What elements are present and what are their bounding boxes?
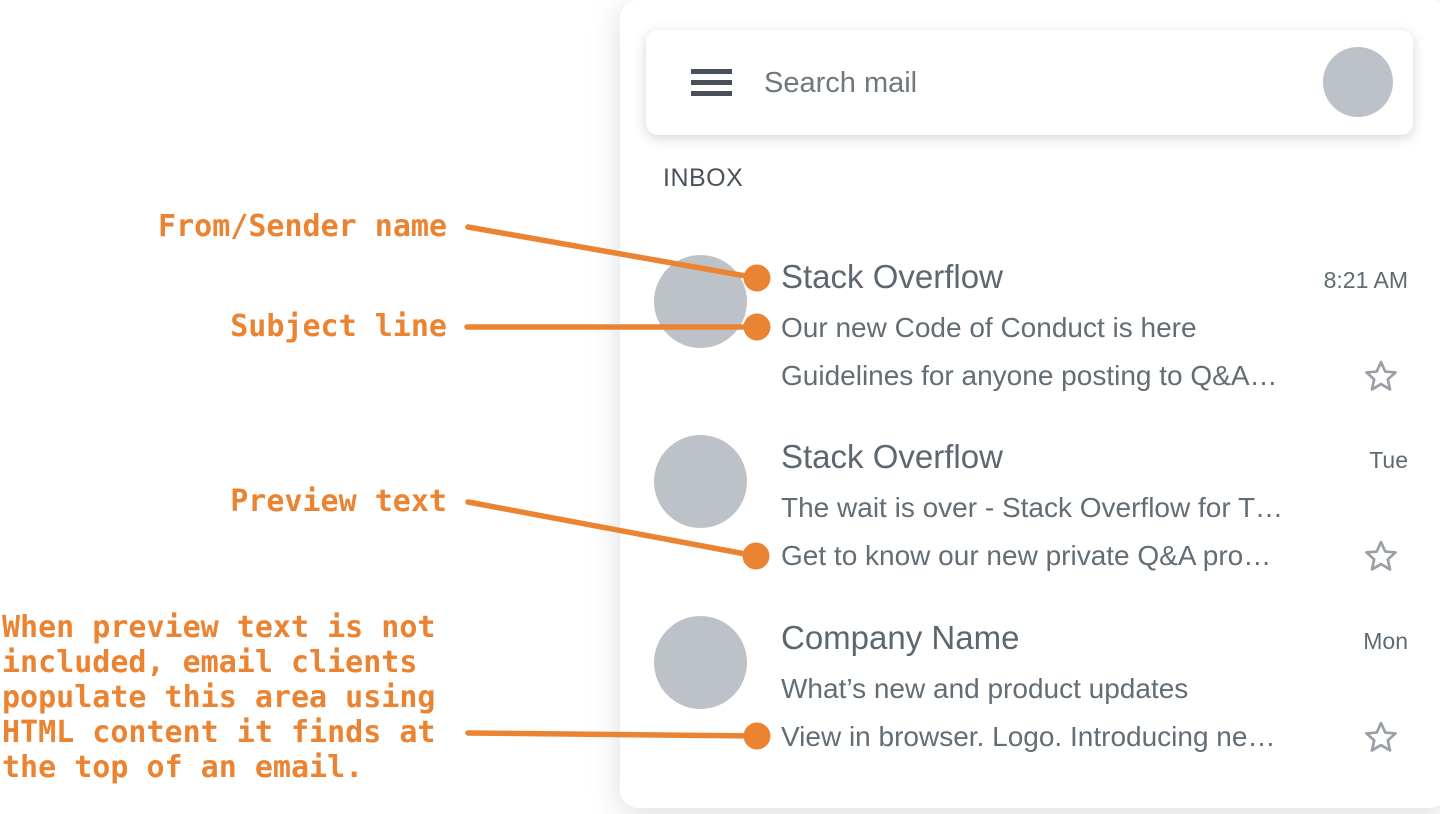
email-subject: What’s new and product updates: [781, 673, 1189, 704]
email-time: Tue: [1369, 447, 1408, 473]
star-outline-icon[interactable]: [1362, 718, 1400, 756]
email-subject: Our new Code of Conduct is here: [781, 312, 1197, 343]
annotation-no-preview-note: When preview text is not included, email…: [2, 610, 436, 785]
email-preview: View in browser. Logo. Introducing ne…: [781, 721, 1276, 752]
email-subject: The wait is over - Stack Overflow for T…: [781, 492, 1284, 523]
annotation-subject-label: Subject line: [230, 309, 447, 344]
email-preview: Guidelines for anyone posting to Q&A…: [781, 360, 1278, 391]
email-row[interactable]: Company Name Mon What’s new and product …: [654, 616, 1408, 766]
annotation-sender-label: From/Sender name: [158, 209, 447, 244]
email-preview: Get to know our new private Q&A pro…: [781, 540, 1272, 571]
inbox-heading: INBOX: [663, 164, 744, 192]
email-row-text: Stack Overflow Tue The wait is over - St…: [781, 435, 1408, 580]
email-sender: Company Name: [781, 619, 1020, 656]
annotation-preview-label: Preview text: [230, 484, 447, 519]
hamburger-menu-icon[interactable]: [691, 69, 732, 96]
sender-avatar[interactable]: [654, 255, 747, 348]
email-row-text: Stack Overflow 8:21 AM Our new Code of C…: [781, 255, 1408, 400]
email-row-text: Company Name Mon What’s new and product …: [781, 616, 1408, 761]
email-row[interactable]: Stack Overflow 8:21 AM Our new Code of C…: [654, 255, 1408, 405]
star-outline-icon[interactable]: [1362, 537, 1400, 575]
account-avatar[interactable]: [1323, 47, 1393, 117]
email-time: 8:21 AM: [1323, 267, 1408, 293]
email-time: Mon: [1363, 628, 1408, 654]
search-input[interactable]: [762, 30, 1246, 137]
sender-avatar[interactable]: [654, 616, 747, 709]
email-row[interactable]: Stack Overflow Tue The wait is over - St…: [654, 435, 1408, 585]
mail-client-card: INBOX Stack Overflow 8:21 AM Our new Cod…: [620, 0, 1440, 808]
email-sender: Stack Overflow: [781, 258, 1003, 295]
search-bar: [646, 30, 1413, 137]
star-outline-icon[interactable]: [1362, 357, 1400, 395]
sender-avatar[interactable]: [654, 435, 747, 528]
email-sender: Stack Overflow: [781, 438, 1003, 475]
